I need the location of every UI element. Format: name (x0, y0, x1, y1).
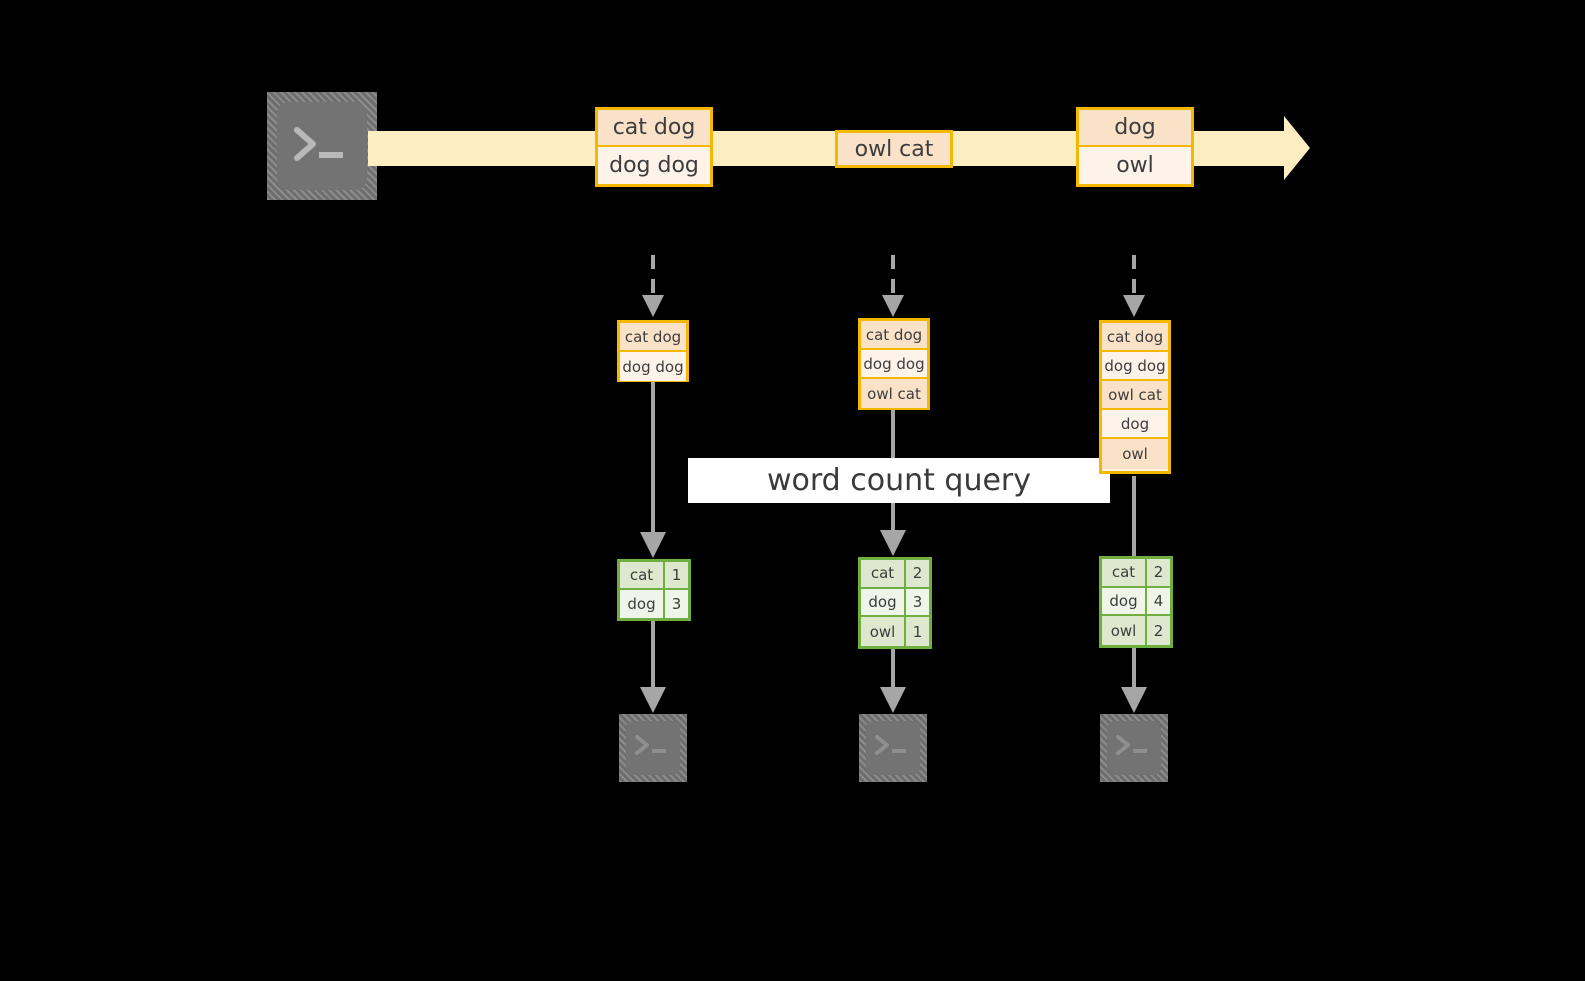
sink-connector-column-1 (633, 621, 673, 715)
dashed-connector-column-1 (633, 255, 673, 321)
source-terminal-icon (267, 92, 377, 200)
stream-batch-1-line: dog dog (598, 147, 710, 184)
result-count: 3 (671, 595, 682, 614)
stream-batch-3: dog owl (1076, 107, 1194, 187)
result-word: cat (1102, 559, 1147, 586)
input-table-column-1: cat dog dog dog (617, 320, 689, 382)
stream-batch-1-line: cat dog (598, 110, 710, 147)
result-row: owl 1 (861, 617, 929, 646)
stream-batch-3-line: dog (1079, 110, 1191, 147)
input-row: dog dog (1102, 352, 1168, 381)
input-row: owl cat (861, 379, 927, 408)
input-table-column-3: cat dog dog dog owl cat dog owl (1099, 320, 1171, 474)
sink-terminal-icon-column-2 (859, 714, 927, 782)
stream-arrow-head (1284, 116, 1310, 180)
input-row: owl (1102, 439, 1168, 469)
terminal-prompt-glyph (267, 92, 377, 200)
stream-batch-3-line: owl (1079, 147, 1191, 184)
dashed-connector-column-2 (873, 255, 913, 321)
sink-terminal-icon-column-3 (1100, 714, 1168, 782)
input-row: dog (1102, 410, 1168, 439)
stream-batch-2: owl cat (835, 130, 953, 168)
result-count: 1 (912, 622, 923, 641)
result-word: dog (1102, 587, 1147, 615)
result-word: dog (620, 590, 665, 618)
input-row: cat dog (1102, 323, 1168, 352)
input-row: owl cat (1102, 381, 1168, 410)
result-row: dog 3 (861, 588, 929, 618)
result-word: owl (1102, 616, 1147, 645)
terminal-prompt-glyph (619, 714, 687, 782)
terminal-prompt-glyph (859, 714, 927, 782)
result-row: owl 2 (1102, 616, 1170, 645)
result-row: cat 1 (620, 562, 688, 591)
query-label: word count query (688, 458, 1110, 503)
result-word: cat (620, 562, 665, 589)
result-word: owl (861, 617, 906, 646)
result-count: 2 (1153, 563, 1164, 582)
sink-connector-column-2 (873, 649, 913, 715)
result-row: cat 2 (1102, 559, 1170, 588)
dashed-connector-column-3 (1114, 255, 1154, 321)
result-row: dog 4 (1102, 587, 1170, 617)
result-row: dog 3 (620, 590, 688, 618)
query-label-text: word count query (766, 463, 1032, 498)
stream-batch-2-line: owl cat (838, 133, 950, 165)
terminal-screen (866, 721, 920, 775)
input-row: cat dog (861, 321, 927, 350)
terminal-prompt-glyph (1100, 714, 1168, 782)
input-row: dog dog (620, 352, 686, 381)
input-row: cat dog (620, 323, 686, 352)
result-count: 2 (1153, 621, 1164, 640)
result-table-column-3: cat 2 dog 4 owl 2 (1099, 556, 1173, 648)
terminal-screen (626, 721, 680, 775)
terminal-screen (1107, 721, 1161, 775)
terminal-screen (277, 102, 367, 190)
result-count: 3 (912, 593, 923, 611)
result-table-column-1: cat 1 dog 3 (617, 559, 691, 621)
result-row: cat 2 (861, 560, 929, 589)
solid-connector-column-1 (633, 382, 673, 560)
stream-batch-1: cat dog dog dog (595, 107, 713, 187)
result-count: 4 (1153, 592, 1164, 610)
result-count: 2 (912, 564, 923, 583)
result-count: 1 (671, 566, 682, 585)
result-word: dog (861, 588, 906, 616)
sink-terminal-icon-column-1 (619, 714, 687, 782)
result-table-column-2: cat 2 dog 3 owl 1 (858, 557, 932, 649)
result-word: cat (861, 560, 906, 587)
input-table-column-2: cat dog dog dog owl cat (858, 318, 930, 410)
input-row: dog dog (861, 350, 927, 379)
